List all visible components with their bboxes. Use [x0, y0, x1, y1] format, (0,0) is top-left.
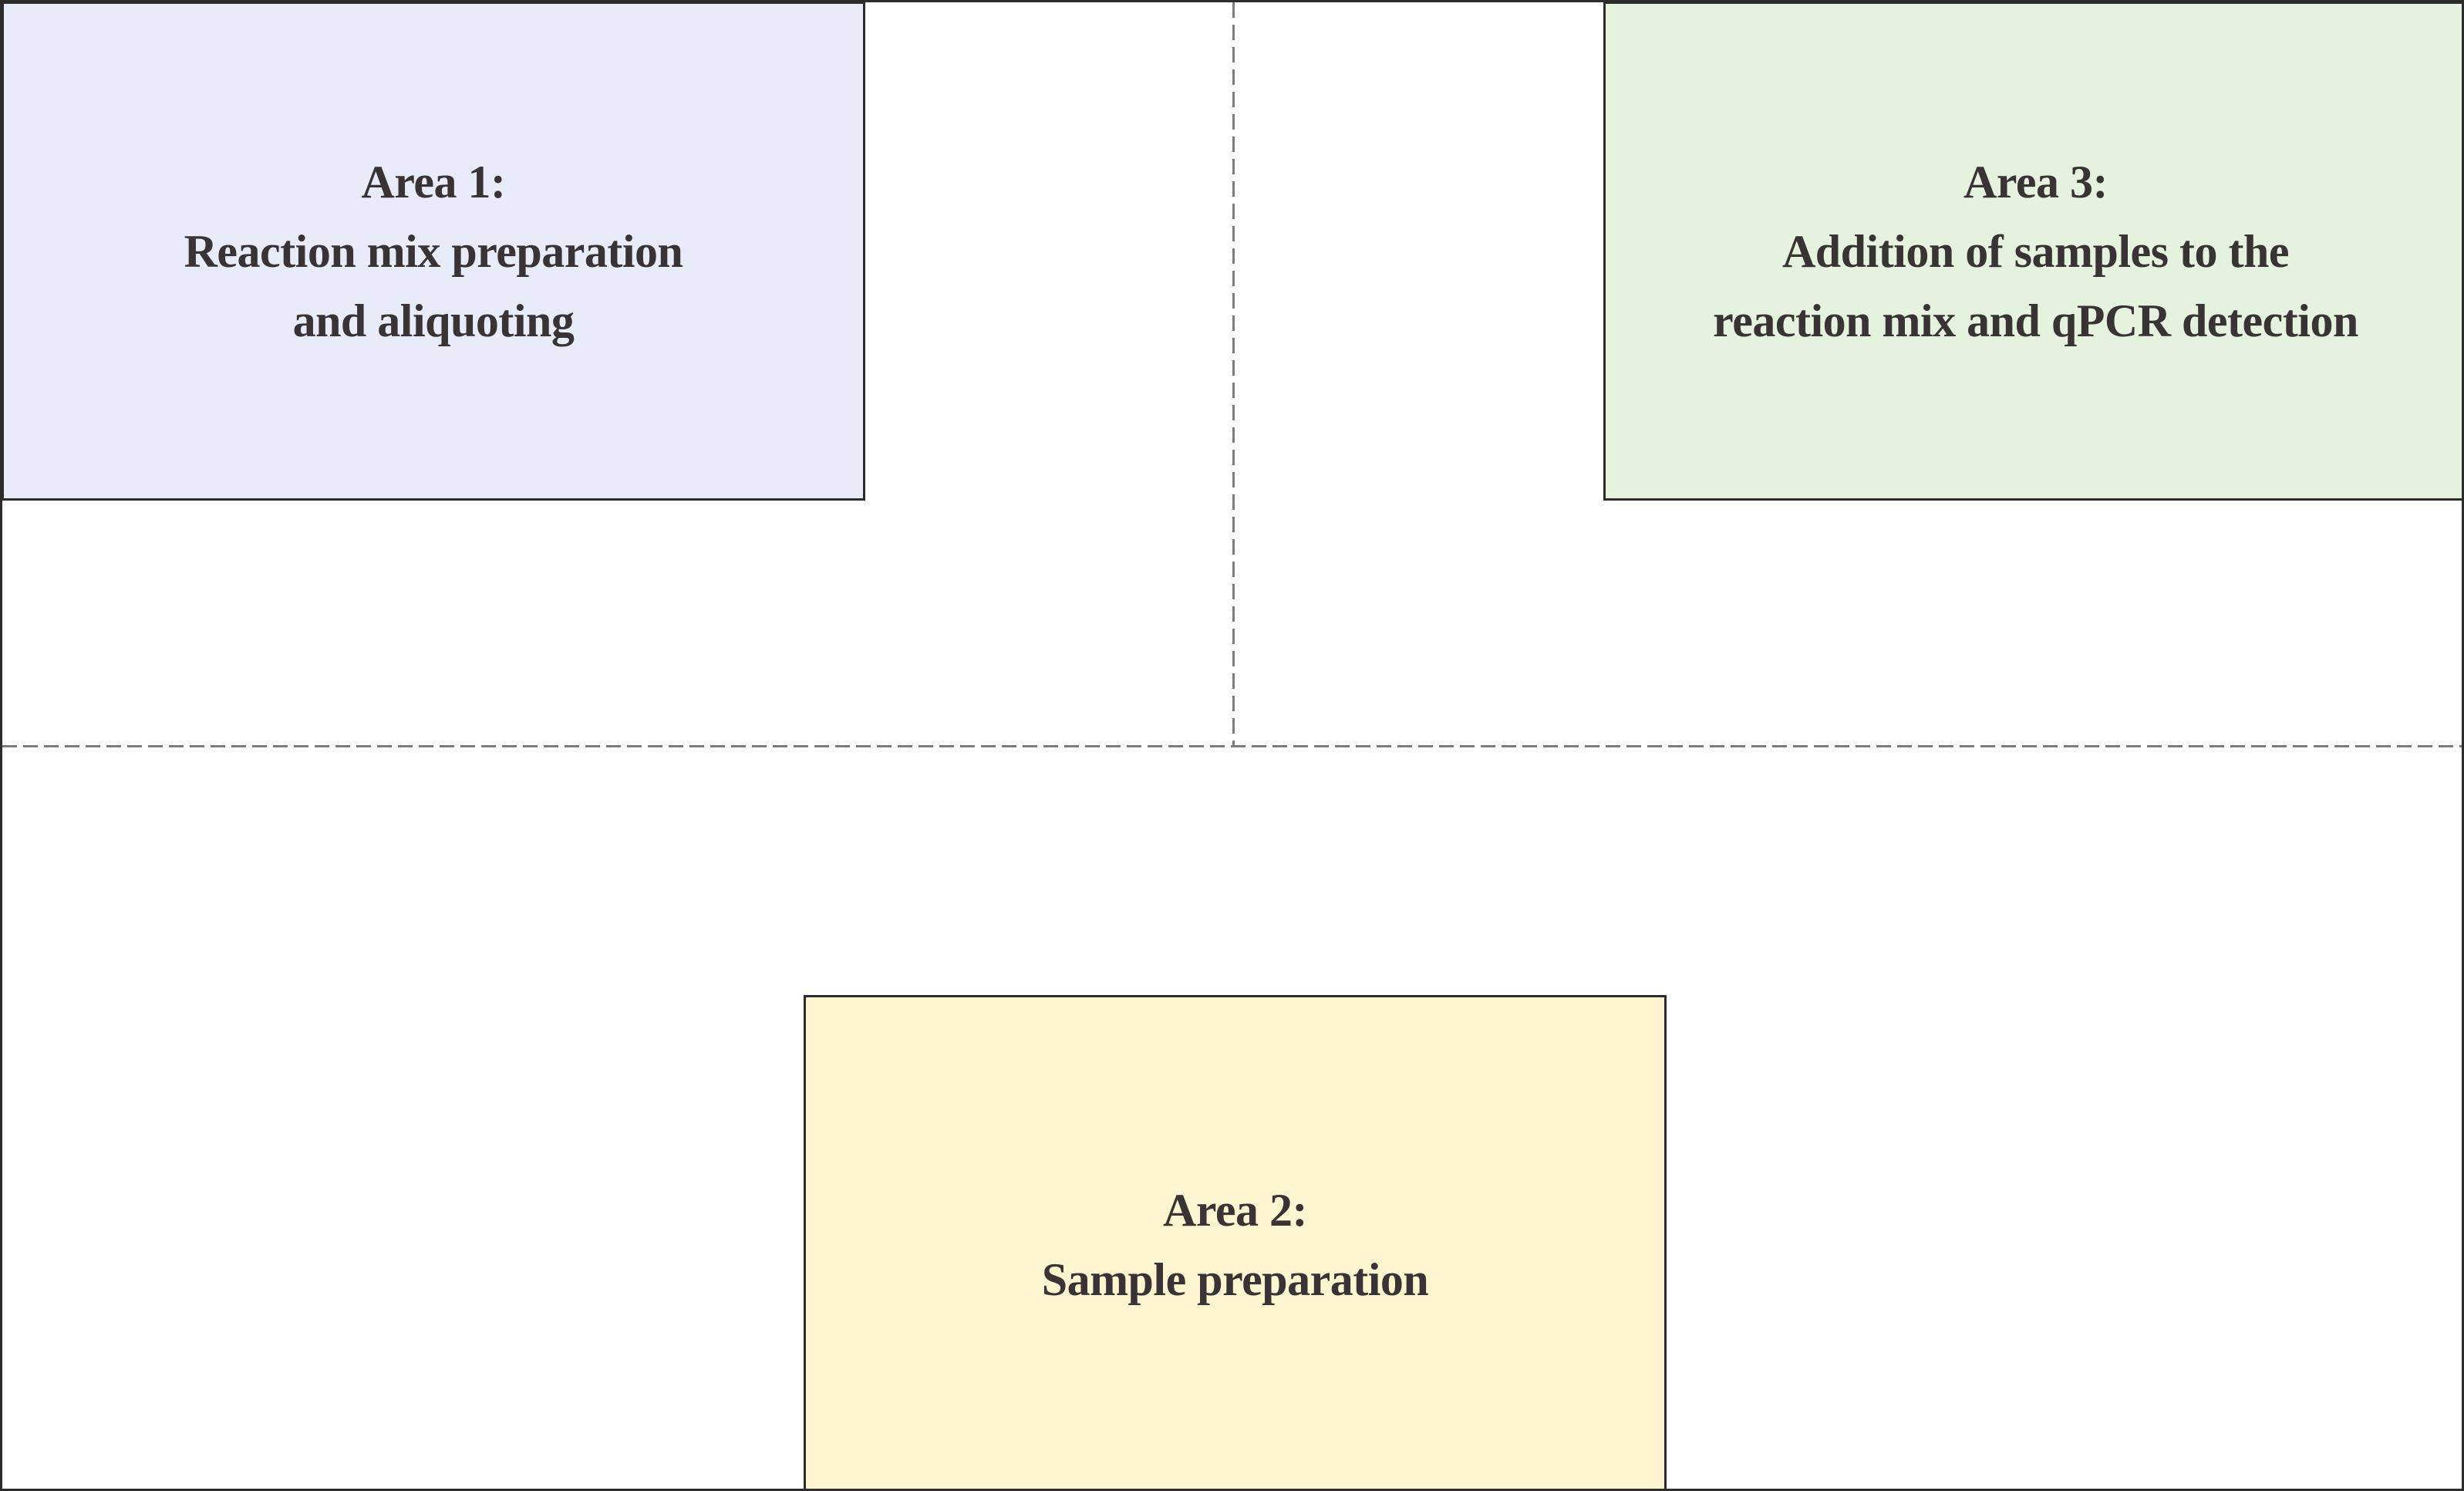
horizontal-dashed-divider: [2, 745, 2462, 747]
area-2-box: Area 2: Sample preparation: [804, 995, 1667, 1489]
area-1-heading: Area 1:: [361, 156, 506, 207]
area-3-description-line-1: Addition of samples to the: [1781, 225, 2290, 277]
vertical-dashed-divider: [1232, 2, 1235, 747]
area-2-heading: Area 2:: [1163, 1185, 1307, 1236]
area-3-label: Area 3: Addition of samples to the react…: [1713, 147, 2358, 356]
area-1-description-line-2: and aliquoting: [292, 295, 575, 346]
area-3-box: Area 3: Addition of samples to the react…: [1603, 2, 2462, 501]
area-1-description-line-1: Reaction mix preparation: [184, 225, 683, 277]
area-2-description-line-1: Sample preparation: [1041, 1254, 1429, 1305]
area-1-box: Area 1: Reaction mix preparation and ali…: [2, 2, 865, 501]
area-2-label: Area 2: Sample preparation: [1042, 1176, 1429, 1314]
area-3-heading: Area 3:: [1963, 156, 2108, 207]
area-1-label: Area 1: Reaction mix preparation and ali…: [184, 147, 683, 356]
area-3-description-line-2: reaction mix and qPCR detection: [1713, 295, 2358, 346]
